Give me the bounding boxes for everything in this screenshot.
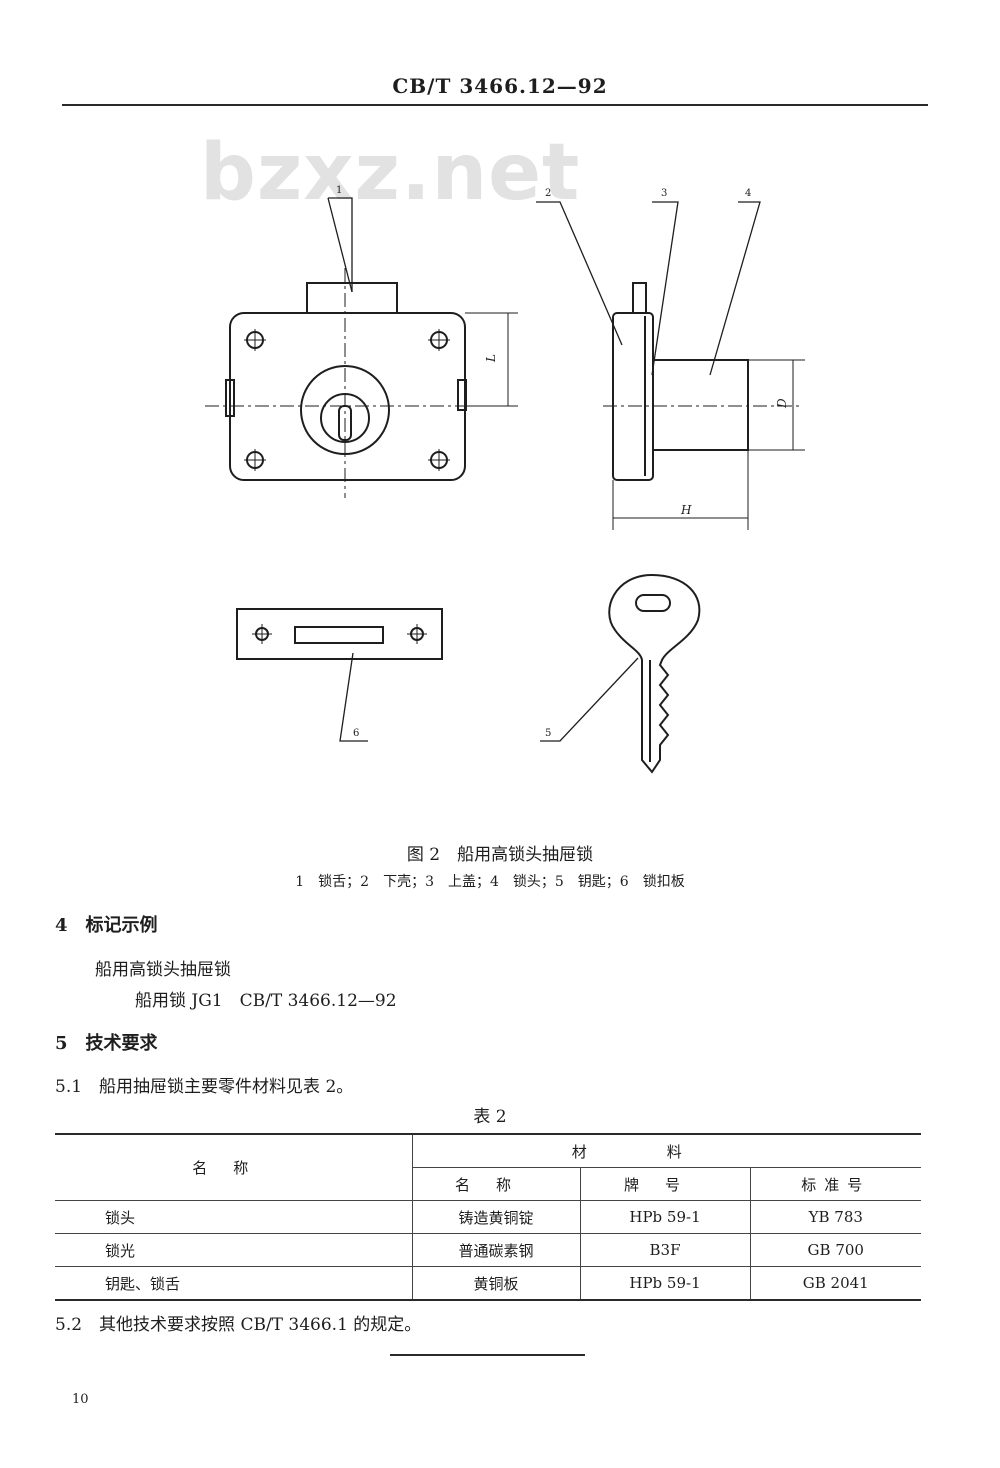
- figure-legend: 1 锁舌；2 下壳；3 上盖；4 锁头；5 钥匙；6 锁扣板: [295, 874, 685, 890]
- materials-table: 名称 材料 名称 牌号 标准号 锁头 铸造黄铜锭 HPb 59-1 YB 783…: [55, 1133, 921, 1301]
- lock-technical-drawing: L 1 D H 2 3 4: [205, 185, 805, 774]
- subheader-material-name: 名称: [411, 1167, 580, 1201]
- callout-4: 4: [745, 188, 751, 199]
- row-grade: HPb 59-1: [579, 1266, 750, 1301]
- section-5-heading: 5 技术要求: [55, 1033, 158, 1054]
- lock-body-front-view: [229, 312, 466, 481]
- row-grade: HPb 59-1: [579, 1200, 750, 1234]
- dim-L-label: L: [484, 354, 498, 363]
- header-part-name: 名称: [55, 1133, 412, 1201]
- table-caption: 表 2: [473, 1107, 507, 1127]
- callout-2: 2: [545, 188, 551, 199]
- table-row: 锁头 铸造黄铜锭 HPb 59-1 YB 783: [55, 1200, 921, 1234]
- section-4-line-2: 船用锁 JG1 CB/T 3466.12—92: [135, 991, 397, 1011]
- table-row: 钥匙、锁舌 黄铜板 HPb 59-1 GB 2041: [55, 1266, 921, 1301]
- row-material: 普通碳素钢: [411, 1233, 580, 1267]
- right-side-tab: [457, 379, 467, 411]
- end-rule: [390, 1354, 585, 1356]
- left-side-tab: [225, 379, 235, 417]
- strike-plate: [236, 608, 443, 660]
- row-standard: GB 2041: [749, 1266, 921, 1301]
- row-standard: GB 700: [749, 1233, 921, 1267]
- callout-1: 1: [336, 185, 342, 196]
- callout-6: 6: [353, 728, 359, 739]
- row-standard: YB 783: [749, 1200, 921, 1234]
- header-rule: [62, 104, 928, 106]
- screw-holes: [246, 331, 448, 469]
- row-grade: B3F: [579, 1233, 750, 1267]
- strike-plate-slot: [294, 626, 384, 644]
- section-5-2-text: 5.2 其他技术要求按照 CB/T 3466.1 的规定。: [55, 1315, 422, 1335]
- subheader-standard: 标准号: [749, 1167, 921, 1201]
- watermark-text: bzxz.net: [200, 128, 581, 218]
- section-5-1-text: 5.1 船用抽屉锁主要零件材料见表 2。: [55, 1077, 354, 1097]
- bolt-side: [632, 282, 647, 314]
- callout-3: 3: [661, 188, 667, 199]
- key-drawing: [608, 573, 701, 774]
- section-4-line-1: 船用高锁头抽屉锁: [95, 960, 231, 980]
- page-number: 10: [72, 1392, 89, 1407]
- callout-5: 5: [545, 728, 551, 739]
- dim-D-label: D: [775, 398, 789, 409]
- dim-H-label: H: [680, 503, 692, 517]
- row-material: 黄铜板: [411, 1266, 580, 1301]
- row-part: 钥匙、锁舌: [55, 1266, 412, 1301]
- row-part: 锁头: [55, 1200, 412, 1234]
- row-material: 铸造黄铜锭: [411, 1200, 580, 1234]
- table-row: 锁光 普通碳素钢 B3F GB 700: [55, 1233, 921, 1267]
- row-part: 锁光: [55, 1233, 412, 1267]
- header-material: 材料: [411, 1133, 921, 1168]
- lock-head-side: [652, 359, 749, 451]
- section-4-heading: 4 标记示例: [55, 915, 158, 936]
- figure-caption: 图 2 船用高锁头抽屉锁: [406, 845, 594, 865]
- subheader-grade: 牌号: [579, 1167, 750, 1201]
- page-header-title: CB/T 3466.12—92: [392, 74, 608, 98]
